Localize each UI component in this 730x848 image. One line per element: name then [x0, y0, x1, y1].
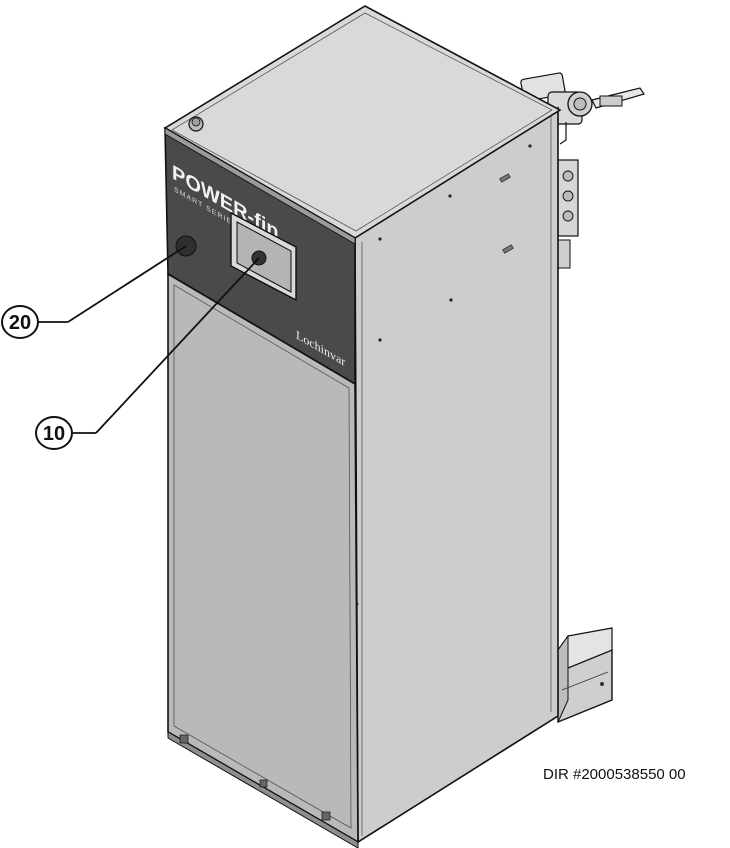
front-header-panel: POWER-fin SMART SERIES Lochinvar	[164, 126, 356, 386]
callout-10: 10	[35, 257, 260, 450]
callout-10-label: 10	[43, 423, 65, 445]
callout-20: 20	[1, 245, 187, 339]
document-reference: DIR #2000538550 00	[543, 766, 686, 783]
front-lower-door	[167, 272, 359, 848]
side-junction-boxes	[557, 159, 579, 269]
base-channel	[557, 627, 613, 724]
touchscreen-display	[230, 211, 297, 302]
callout-20-label: 20	[9, 312, 31, 334]
